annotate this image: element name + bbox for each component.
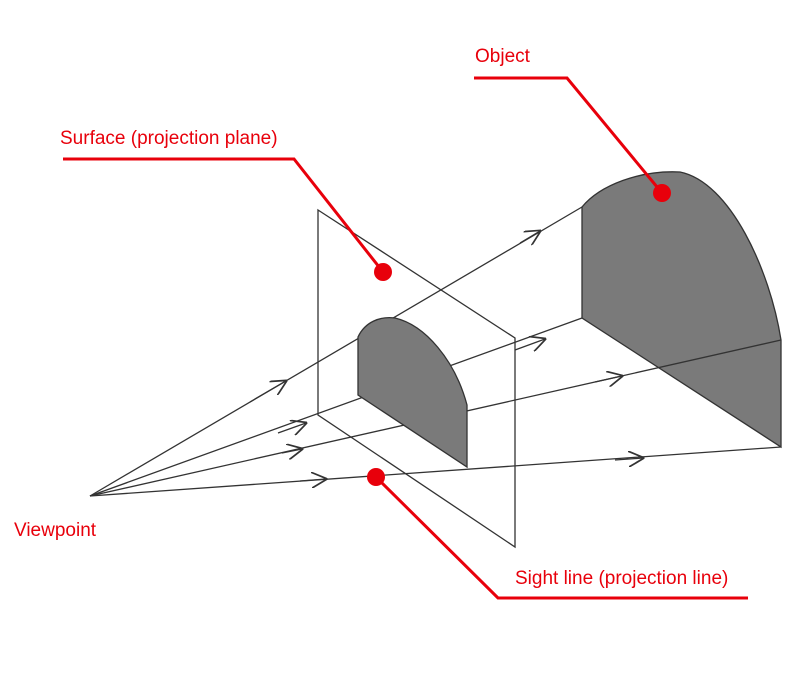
sight-line-arrow-7	[299, 479, 326, 481]
sight-line-arrow-5	[281, 449, 302, 453]
sight-line-arrow-6	[594, 376, 622, 382]
object-edge-bottom-left	[89, 317, 583, 497]
sight-line-arrow-4	[514, 339, 545, 350]
projected-object	[357, 316, 468, 469]
sight-lines	[249, 231, 643, 481]
object-leader	[474, 76, 664, 194]
sight-line-arrow-2	[519, 231, 540, 243]
sightline-marker-dot	[367, 468, 385, 486]
sightline-leader	[374, 475, 748, 600]
object-front-face	[581, 171, 782, 449]
sight-line-label: Sight line (projection line)	[515, 568, 729, 589]
callouts	[63, 76, 748, 600]
object-label: Object	[475, 46, 530, 67]
projected-front-face	[357, 316, 468, 469]
sight-line-arrow-1	[249, 381, 286, 403]
surface-marker-dot	[374, 263, 392, 281]
object-edge-top	[89, 206, 583, 497]
projection-plane	[317, 208, 516, 549]
sight-line-arrow-8	[614, 458, 643, 460]
sight-line-arrow-3	[277, 423, 306, 433]
object-edge-bottom-right	[89, 446, 782, 497]
object-large	[89, 171, 782, 497]
surface-leader	[63, 157, 385, 273]
viewpoint-label: Viewpoint	[14, 520, 97, 541]
surface-label: Surface (projection plane)	[60, 128, 278, 149]
object-marker-dot	[653, 184, 671, 202]
